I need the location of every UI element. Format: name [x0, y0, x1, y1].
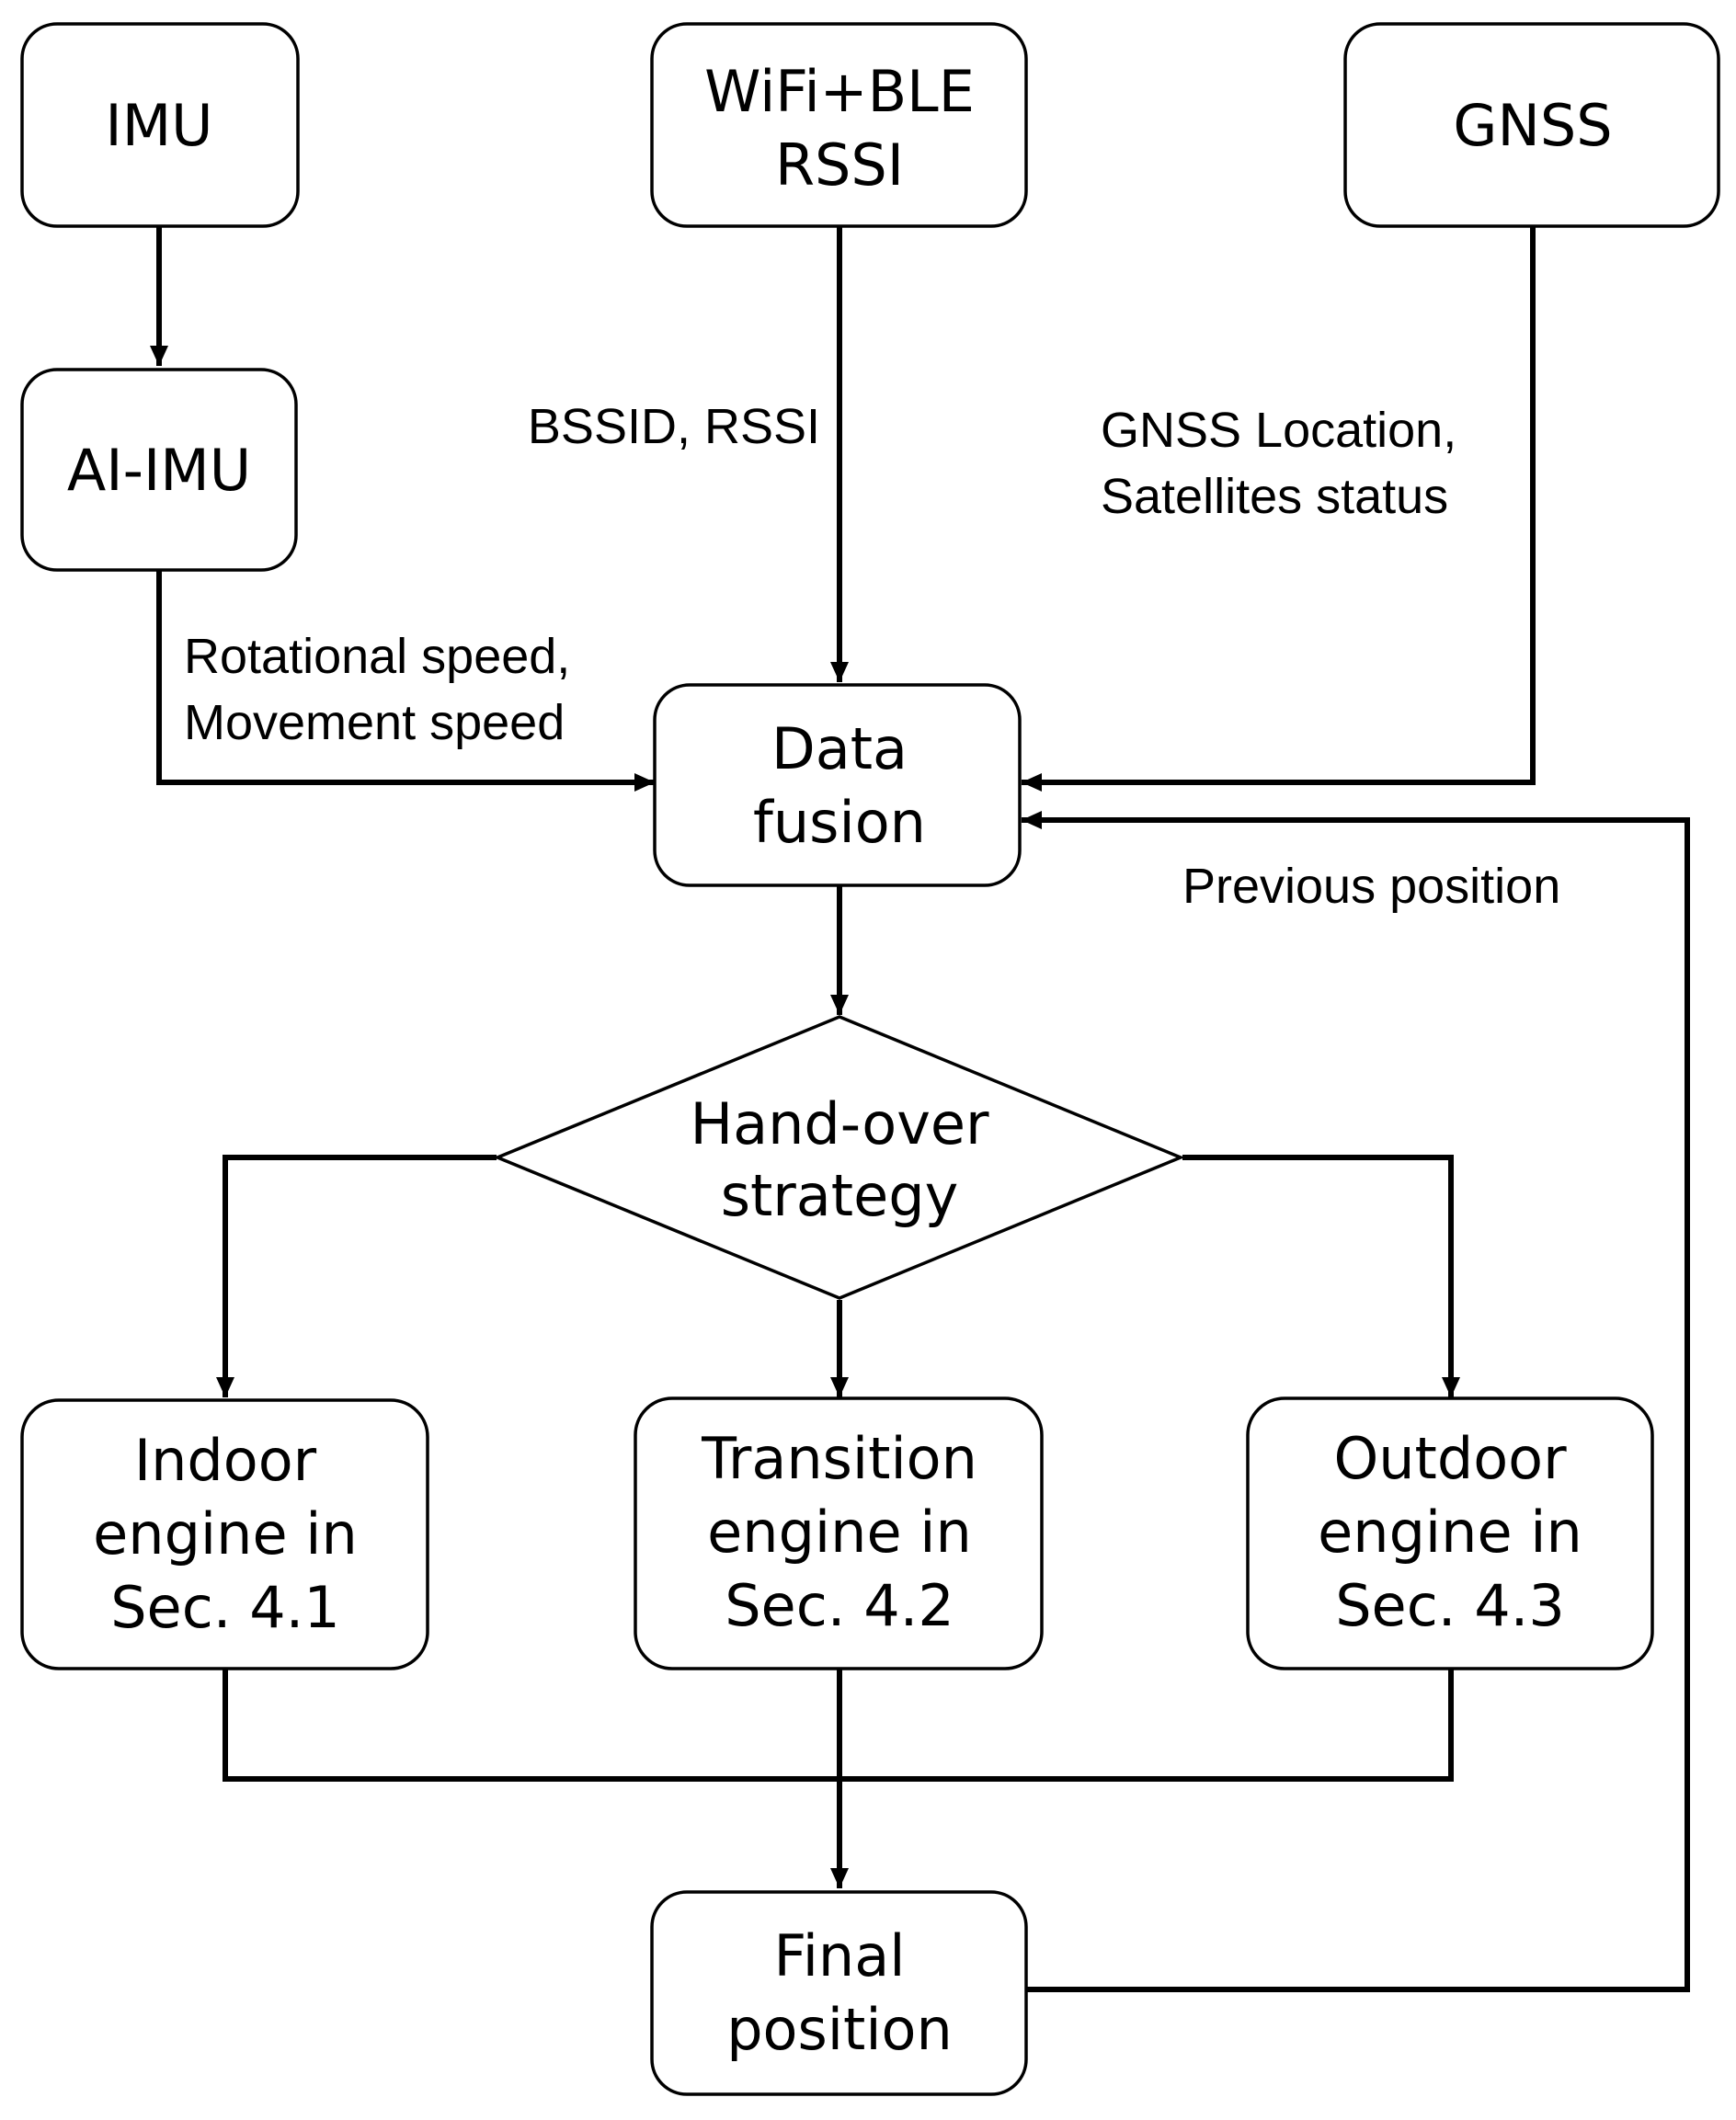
edge-label-previous-position: Previous position — [1182, 859, 1560, 914]
node-wifi-label-line1: WiFi+BLE — [704, 58, 975, 125]
node-wifi-label-line2: RSSI — [775, 131, 904, 199]
node-indoor-label-line3: Sec. 4.1 — [110, 1574, 340, 1641]
node-outdoor-label-line1: Outdoor — [1333, 1425, 1567, 1492]
node-transition-label-line2: engine in — [707, 1499, 972, 1566]
node-wifi-ble-rssi: WiFi+BLE RSSI — [650, 22, 1028, 228]
edge-label-bssid-rssi: BSSID, RSSI — [528, 399, 820, 454]
edge-label-gnss-location: GNSS Location, — [1101, 403, 1456, 458]
node-gnss-label: GNSS — [1453, 92, 1612, 159]
node-final-label-line2: position — [726, 1996, 953, 2063]
node-imu: IMU — [20, 22, 300, 228]
edge-label-rotational-speed: Rotational speed, — [184, 629, 570, 684]
edge-gnss-to-fusion — [1022, 226, 1536, 792]
node-fusion-label-line1: Data — [771, 715, 908, 782]
node-final-label-line1: Final — [774, 1922, 906, 1989]
node-gnss: GNSS — [1343, 22, 1720, 228]
node-indoor-label-line2: engine in — [93, 1500, 358, 1567]
node-outdoor-engine: Outdoor engine in Sec. 4.3 — [1246, 1396, 1654, 1670]
node-aiimu-label: AI-IMU — [67, 437, 251, 504]
node-outdoor-label-line2: engine in — [1318, 1499, 1582, 1566]
node-indoor-label-line1: Indoor — [134, 1427, 317, 1494]
edge-handover-to-indoor — [216, 1155, 497, 1397]
edge-previous-position-feedback — [1022, 811, 1690, 1992]
node-hand-over-strategy: Hand-over strategy — [493, 1015, 1185, 1300]
node-ai-imu: AI-IMU — [20, 368, 298, 572]
edge-aiimu-to-fusion — [156, 570, 655, 792]
node-transition-label-line1: Transition — [701, 1425, 977, 1492]
edges — [150, 226, 1690, 1992]
edge-label-movement-speed: Movement speed — [184, 695, 565, 750]
node-handover-label-line1: Hand-over — [690, 1090, 989, 1157]
node-fusion-label-line2: fusion — [753, 789, 926, 856]
node-final-position: Final position — [650, 1890, 1028, 2096]
edge-handover-to-outdoor — [1182, 1155, 1460, 1397]
node-data-fusion: Data fusion — [653, 683, 1022, 887]
node-transition-engine: Transition engine in Sec. 4.2 — [634, 1396, 1044, 1670]
node-handover-label-line2: strategy — [721, 1162, 959, 1229]
edge-label-satellites-status: Satellites status — [1101, 469, 1448, 524]
node-imu-label: IMU — [105, 92, 212, 159]
node-indoor-engine: Indoor engine in Sec. 4.1 — [20, 1398, 429, 1670]
node-transition-label-line3: Sec. 4.2 — [725, 1572, 954, 1639]
node-outdoor-label-line3: Sec. 4.3 — [1335, 1572, 1565, 1639]
